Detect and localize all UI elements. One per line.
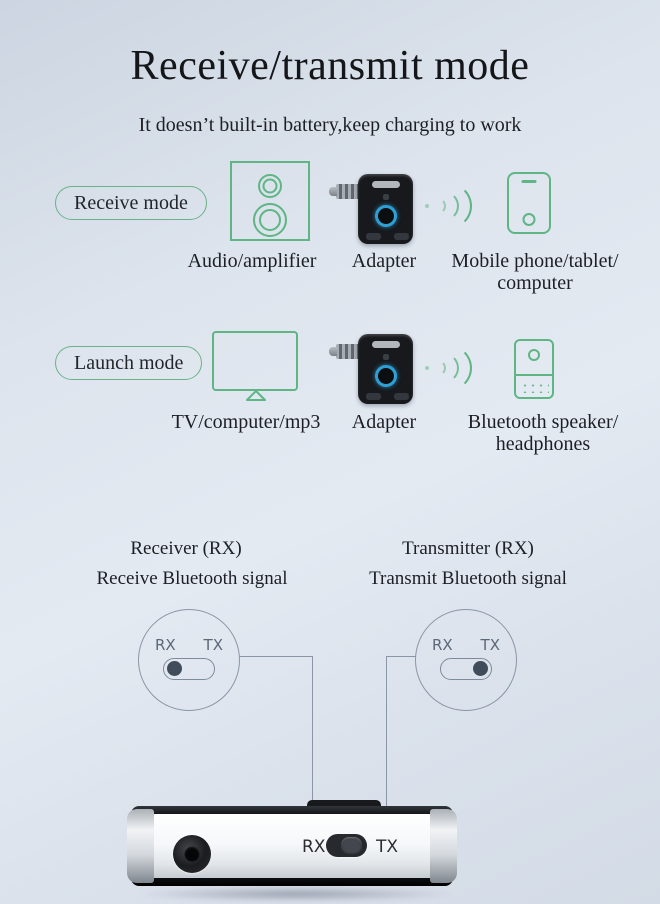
page-title: Receive/transmit mode (130, 43, 530, 89)
bluetooth-speaker-icon (514, 339, 554, 399)
product-tx-label: TX (376, 837, 399, 857)
speaker-tweeter-icon (258, 174, 282, 198)
signal-arc (426, 183, 472, 229)
product-switch-knob (341, 836, 362, 855)
launch-source-label: TV/computer/mp3 (171, 411, 321, 433)
product-rx-label: RX (302, 837, 326, 857)
device-reflection (135, 886, 455, 902)
adapter-illustration-launch (329, 334, 414, 406)
toggle-knob-tx-position (473, 661, 488, 676)
receive-source-label: Audio/amplifier (187, 250, 317, 272)
wireless-signal-icon (424, 342, 476, 394)
adapter-button-right (394, 393, 409, 400)
tv-icon (212, 331, 298, 391)
callout-line (312, 656, 313, 832)
device-end-cap-right (430, 809, 457, 883)
adapter-grille (371, 341, 400, 348)
receiver-title: Receiver (RX) (130, 538, 242, 559)
receive-mode-badge: Receive mode (55, 186, 207, 220)
speaker-woofer-icon (253, 203, 287, 237)
rx-label: RX (432, 636, 453, 654)
product-mode-switch (326, 834, 367, 857)
adapter-mic-hole (382, 194, 389, 200)
rx-tx-toggle-illustration (440, 658, 492, 680)
adapter-illustration-receive (329, 174, 414, 246)
headphone-jack (173, 835, 211, 873)
mobile-phone-icon (507, 172, 551, 234)
speaker-divider (515, 374, 553, 376)
rx-label: RX (155, 636, 176, 654)
adapter-led-ring (374, 205, 397, 227)
adapter-button-left (366, 393, 381, 400)
device-end-cap-left (127, 809, 154, 883)
audio-amplifier-icon (230, 161, 310, 241)
toggle-knob-rx-position (167, 661, 182, 676)
receive-mode-label: Receive mode (74, 191, 188, 214)
wireless-signal-icon (424, 180, 476, 232)
tx-switch-callout: RX TX (415, 609, 517, 711)
launch-target-label: Bluetooth speaker/ headphones (467, 411, 619, 455)
tx-label: TX (203, 636, 223, 654)
adapter-button-left (366, 233, 381, 240)
transmitter-title: Transmitter (RX) (402, 538, 534, 559)
aux-plug-icon (329, 184, 360, 199)
launch-mode-badge: Launch mode (55, 346, 203, 380)
receive-target-label: Mobile phone/tablet/ computer (451, 250, 619, 294)
adapter-body (358, 334, 413, 404)
callout-line (239, 656, 313, 657)
tx-label: TX (480, 636, 500, 654)
receiver-subtitle: Receive Bluetooth signal (96, 568, 288, 589)
rx-tx-toggle-illustration (163, 658, 215, 680)
adapter-body (358, 174, 413, 244)
rx-switch-callout: RX TX (138, 609, 240, 711)
launch-mode-label: Launch mode (74, 351, 184, 374)
product-photo: RX TX (127, 800, 457, 886)
callout-line (386, 656, 387, 832)
transmitter-subtitle: Transmit Bluetooth signal (369, 568, 567, 589)
adapter-button-right (394, 233, 409, 240)
aux-plug-icon (329, 344, 360, 359)
speaker-grill-dots (519, 380, 549, 393)
launch-adapter-label: Adapter (351, 411, 417, 433)
signal-arc (426, 345, 472, 391)
page-subtitle: It doesn’t built-in battery,keep chargin… (138, 114, 522, 136)
callout-line (386, 656, 416, 657)
adapter-led-ring (374, 365, 397, 387)
receive-adapter-label: Adapter (351, 250, 417, 272)
adapter-mic-hole (382, 354, 389, 360)
adapter-grille (371, 181, 400, 188)
tv-stand-icon (246, 390, 266, 401)
